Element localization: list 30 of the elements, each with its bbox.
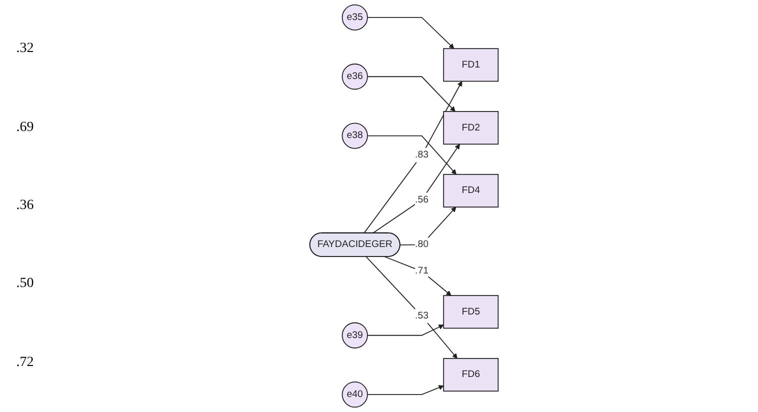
arrow <box>364 81 462 234</box>
node-box: FD4 <box>443 174 499 208</box>
node-circle: e38 <box>342 122 368 149</box>
node-circle: e35 <box>342 4 368 31</box>
node-circle: e36 <box>342 64 368 90</box>
edge-label: .80 <box>415 239 428 250</box>
arrow <box>366 256 458 359</box>
edge-label: .83 <box>415 150 428 160</box>
arrow <box>384 256 452 296</box>
arrow <box>400 206 456 246</box>
edge-label: .56 <box>415 194 428 205</box>
node-box: FD6 <box>443 358 499 392</box>
edge-label: .71 <box>415 266 428 276</box>
arrow <box>372 144 460 234</box>
value-label: .32 <box>15 41 35 58</box>
node-circle: e39 <box>342 322 368 348</box>
arrow <box>367 324 444 336</box>
arrow <box>367 76 456 112</box>
edge-label: .53 <box>415 310 428 321</box>
value-label: .50 <box>15 276 35 292</box>
arrow <box>367 135 456 175</box>
node-box: FD2 <box>443 111 499 145</box>
node-circle: e40 <box>342 381 368 408</box>
arrow <box>367 17 454 49</box>
arrow <box>367 385 444 395</box>
node-box: FD1 <box>443 48 499 82</box>
value-label: .69 <box>15 120 35 136</box>
node-box: FD5 <box>443 295 499 329</box>
value-label: .72 <box>15 354 35 371</box>
value-label: .36 <box>15 198 35 214</box>
